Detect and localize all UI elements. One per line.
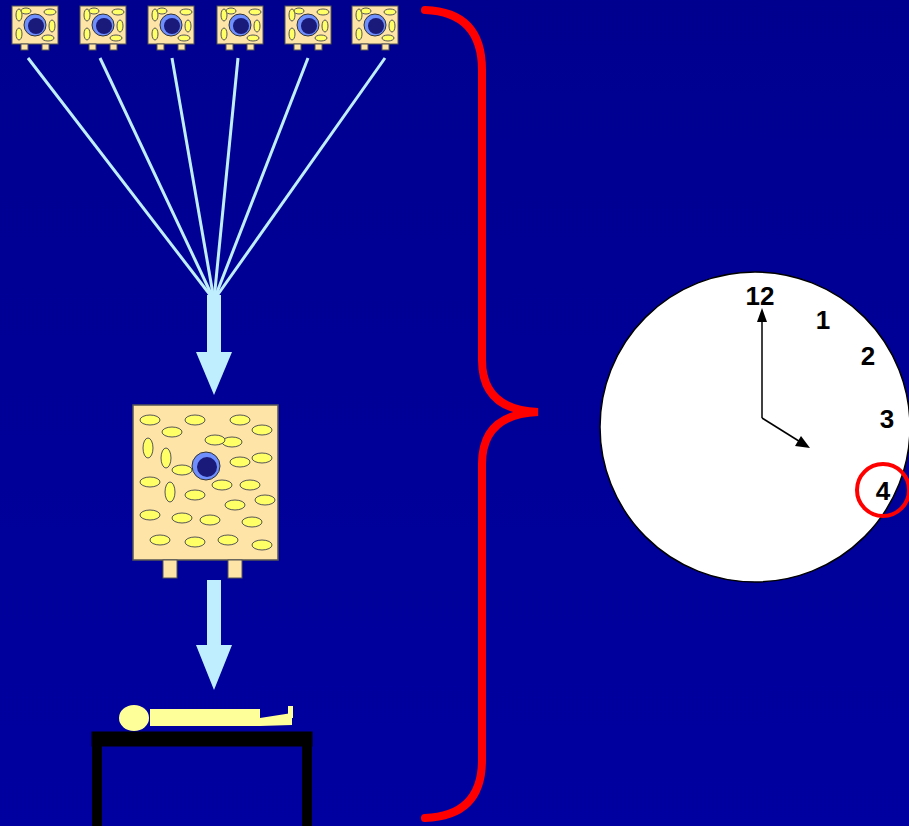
down-arrow — [196, 295, 232, 395]
clock — [600, 272, 909, 582]
small-cells — [12, 6, 398, 50]
patient-on-bed — [92, 705, 312, 826]
curly-brace — [425, 10, 538, 818]
highlight-circle — [857, 464, 909, 516]
clock-number: 2 — [861, 343, 875, 369]
down-arrow — [196, 580, 232, 690]
clock-number: 1 — [816, 307, 830, 333]
converging-lines — [28, 58, 385, 300]
clock-number: 4 — [876, 478, 890, 504]
clock-number: 3 — [880, 406, 894, 432]
clock-number: 12 — [746, 283, 775, 309]
large-cell — [133, 405, 278, 578]
